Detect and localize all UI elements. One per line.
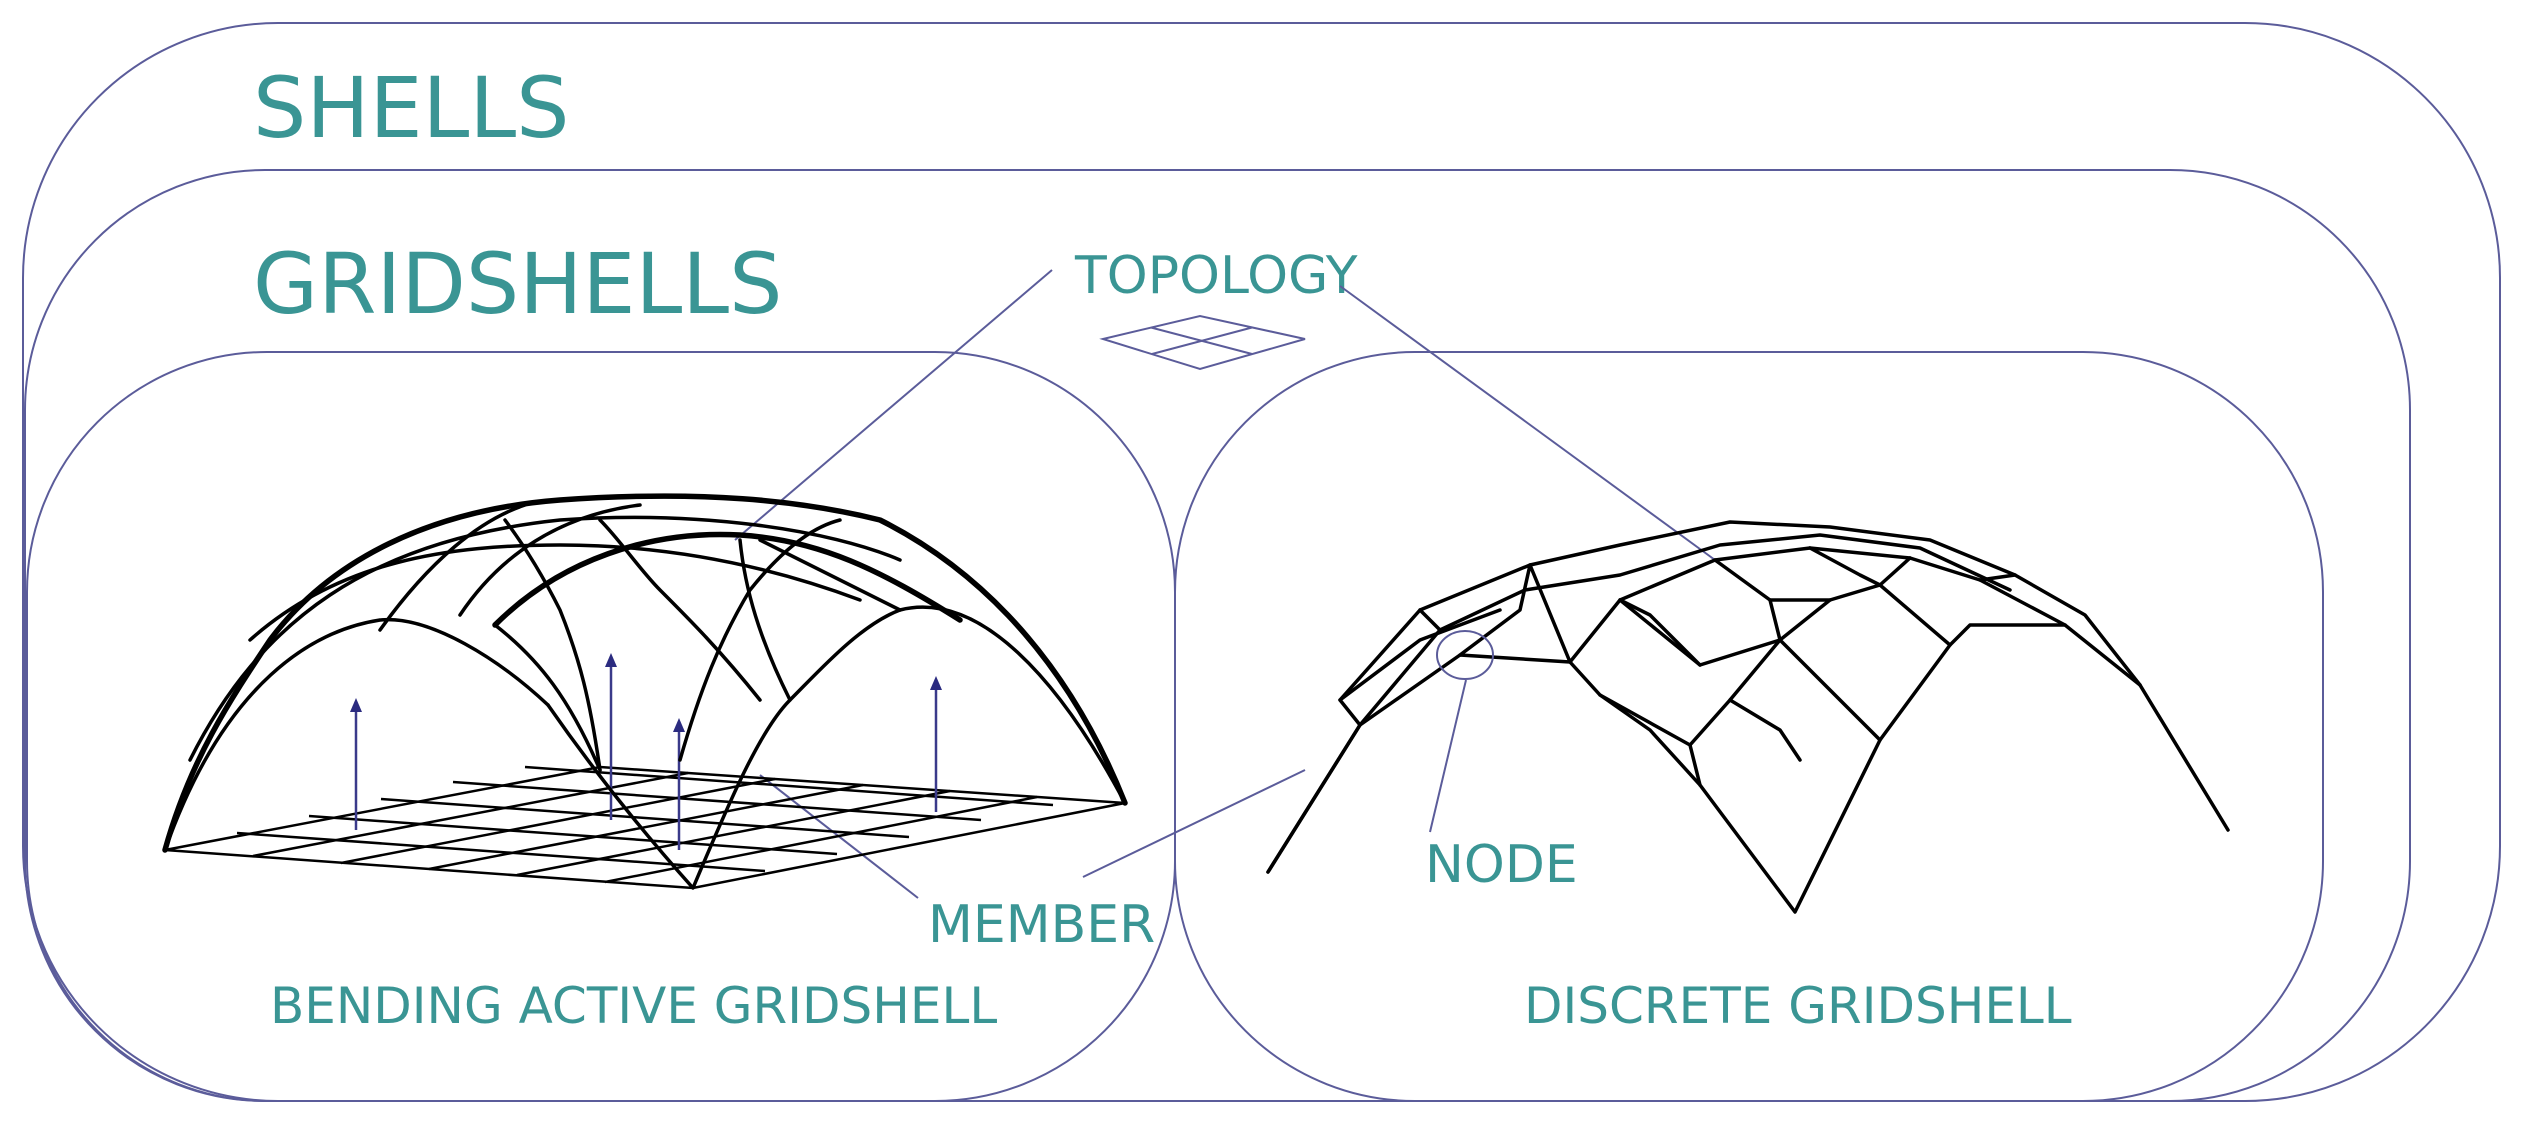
topology-leader-right xyxy=(1339,285,1716,561)
topology-label: TOPOLOGY xyxy=(1074,246,1358,306)
category-frames xyxy=(22,22,2501,1102)
node-leader xyxy=(1429,679,1467,833)
shells-title: SHELLS xyxy=(253,59,569,157)
bending-active-gridshell-drawing xyxy=(162,493,1128,890)
node-label: NODE xyxy=(1425,835,1578,895)
discrete-gridshell-label: DISCRETE GRIDSHELL xyxy=(1524,977,2072,1035)
member-leader-right xyxy=(1082,769,1306,878)
bending-active-gridshell-label: BENDING ACTIVE GRIDSHELL xyxy=(270,977,997,1035)
node-highlight-circle xyxy=(1436,630,1494,680)
member-label: MEMBER xyxy=(928,895,1155,955)
topology-grid-icon xyxy=(1099,314,1306,371)
discrete-frame xyxy=(1174,351,2324,1102)
lift-arrows xyxy=(350,653,942,850)
flat-grid xyxy=(164,765,1126,890)
bent-members xyxy=(162,493,1128,890)
discrete-gridshell-drawing xyxy=(1266,520,2230,914)
gridshells-frame xyxy=(24,169,2411,1102)
gridshells-title: GRIDSHELLS xyxy=(253,235,782,333)
topology-leader-left xyxy=(734,269,1053,541)
